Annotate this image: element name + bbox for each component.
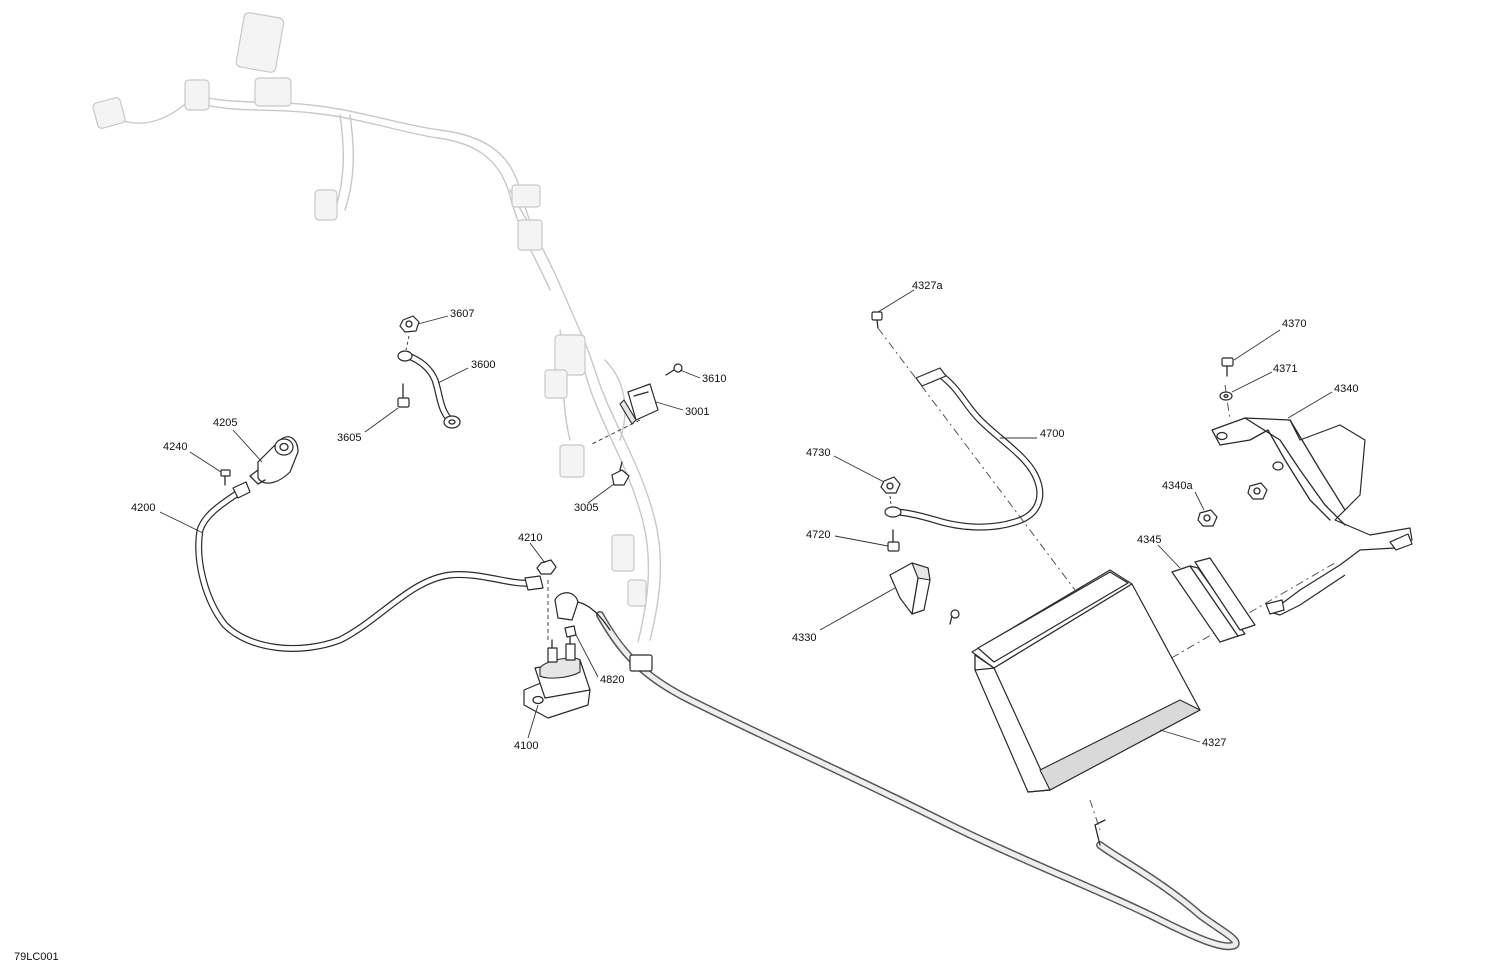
callout-4730: 4730 — [806, 447, 830, 459]
screw-3610 — [665, 363, 683, 376]
battery-4327 — [971, 569, 1201, 793]
pads-4345 — [1171, 557, 1256, 643]
callout-4200: 4200 — [131, 502, 155, 514]
washer-4371 — [1219, 391, 1233, 401]
bolt-4720 — [887, 529, 900, 552]
callout-4720: 4720 — [806, 529, 830, 541]
terminal-cover-4330 — [889, 562, 931, 615]
callout-4330: 4330 — [792, 632, 816, 644]
callout-3600: 3600 — [471, 359, 495, 371]
battery-bracket-4340 — [1211, 417, 1413, 616]
callout-3607: 3607 — [450, 308, 474, 320]
connector-3001 — [619, 383, 659, 425]
callout-4327: 4327 — [1202, 737, 1226, 749]
leader-lines — [159, 289, 1333, 743]
drawing-code: 79LC001 — [14, 951, 59, 963]
callout-3005: 3005 — [574, 502, 598, 514]
nut-4730 — [880, 476, 901, 494]
callout-4345: 4345 — [1137, 534, 1161, 546]
callout-3610: 3610 — [702, 373, 726, 385]
callout-4240: 4240 — [163, 441, 187, 453]
screw-4330 — [949, 609, 960, 625]
bolt-3605 — [397, 383, 410, 408]
ground-strap-3600 — [397, 350, 461, 429]
callout-4100: 4100 — [514, 740, 538, 752]
ground-cable-loom — [596, 611, 1240, 951]
callout-4700: 4700 — [1040, 428, 1064, 440]
callout-4205: 4205 — [213, 417, 237, 429]
callout-4370: 4370 — [1282, 318, 1306, 330]
callout-4210: 4210 — [518, 532, 542, 544]
bolt-4240 — [220, 469, 231, 486]
battery-cable-4700 — [884, 367, 1044, 531]
callout-4340a: 4340a — [1162, 480, 1193, 492]
callout-3605: 3605 — [337, 432, 361, 444]
main-wiring-harness-ghost — [92, 12, 662, 643]
callout-4820: 4820 — [600, 674, 624, 686]
screw-4327a — [871, 311, 883, 329]
bolt-4370 — [1221, 357, 1234, 377]
nut-3607 — [399, 315, 420, 333]
callout-4371: 4371 — [1273, 363, 1297, 375]
solenoid-4100 — [523, 635, 591, 719]
nut-4210 — [536, 559, 557, 575]
bolt-3005 — [611, 461, 630, 486]
terminal-cover-4205 — [249, 436, 299, 485]
callout-4327a: 4327a — [912, 280, 943, 292]
callout-4340: 4340 — [1334, 383, 1358, 395]
battery-cable-4200 — [195, 481, 544, 652]
callout-labels: 3607 3600 3605 3610 3001 3005 4205 4240 … — [131, 280, 1358, 752]
callout-3001: 3001 — [685, 406, 709, 418]
nut-4340a — [1197, 482, 1268, 527]
